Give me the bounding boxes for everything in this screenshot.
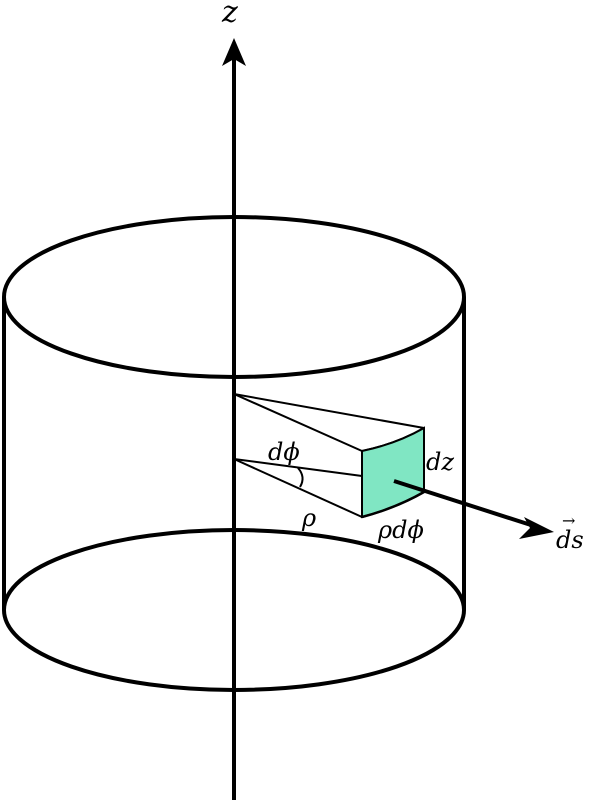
z-axis-label: z	[221, 0, 238, 30]
rho-dphi-label: ρdϕ	[377, 516, 424, 544]
dphi-angle-arc	[297, 467, 304, 488]
dphi-label: dϕ	[268, 438, 300, 466]
rho-label: ρ	[301, 504, 316, 532]
ds-vector-arrow-accent: →	[562, 511, 575, 530]
dz-label: dz	[426, 448, 454, 476]
surface-element-patch	[361, 426, 425, 519]
ds-vector-arrowhead	[519, 517, 554, 539]
ds-vector-line	[393, 479, 535, 528]
ds-label: ds	[556, 526, 584, 554]
rho-dphi-arc	[361, 490, 425, 519]
z-axis-arrowhead	[222, 38, 246, 66]
